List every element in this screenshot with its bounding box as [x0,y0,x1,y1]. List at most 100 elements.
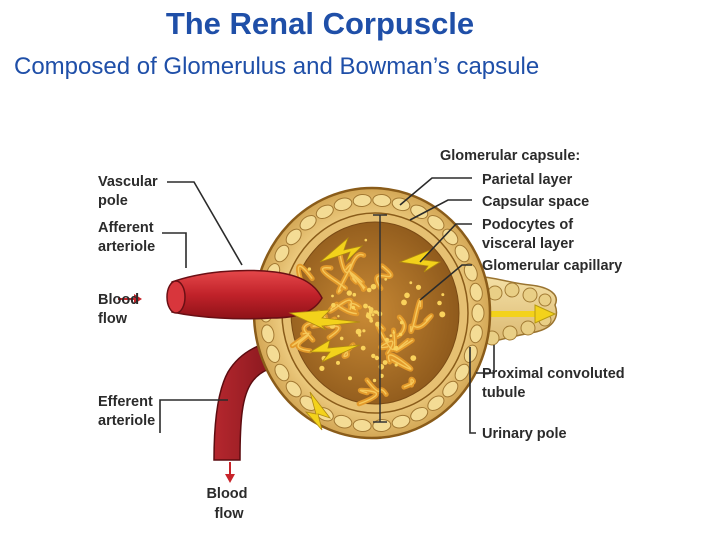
label-capsular-space: Capsular space [482,194,589,210]
capsule-cell [391,414,411,429]
podocyte-process [337,315,340,318]
capillary-highlight [339,253,365,274]
podocyte-process [394,345,399,350]
podocyte-process [371,313,375,317]
capsule-cell [442,380,459,398]
podocyte-process [409,281,413,285]
capsule-cell [352,193,372,208]
podocyte-process [371,353,376,359]
capsule-cell [352,418,372,433]
podocyte-process [331,294,334,298]
label-parietal-layer: Parietal layer [482,172,573,188]
podocyte-process [346,290,352,296]
podocyte-process [401,299,407,306]
capsule-cell [463,263,478,282]
capsule-cell [454,363,470,382]
podocyte-process [382,360,388,365]
capillary-highlight [380,340,394,354]
glomerulus-scale-bar [373,214,387,423]
capillary-highlight [395,339,413,352]
capsule-cell [261,324,275,344]
capillary-highlight [349,271,363,283]
podocyte-process [439,311,446,318]
capillary-highlight [297,332,311,352]
afferent-arteriole [171,269,323,320]
capsule-cell [333,197,353,212]
podocyte-process [319,365,325,371]
label-blood-flow-in: Blood flow [98,292,143,327]
blood-flow-arrows [288,236,442,431]
label-urinary-pole: Urinary pole [482,426,567,442]
capsule-cell [427,395,445,411]
efferent-arteriole [213,339,302,461]
label-proximal-tubule: Proximal convoluted tubule [482,366,629,401]
label-efferent-arteriole: Efferent arteriole [98,394,157,429]
capillary-highlight [413,315,432,328]
capsule-cell [372,193,392,208]
podocyte-process [307,267,312,271]
podocyte-process [348,376,352,381]
glomerular-capsule [252,186,492,440]
podocyte-process [366,287,372,293]
capsule-cell [315,204,334,220]
capillary-highlight [303,321,314,341]
capsule-cell [469,282,483,302]
podocyte-process [355,328,362,335]
podocyte-process [385,337,389,342]
capillary-highlight [337,263,352,293]
capsule-cell [454,244,470,263]
capsule-cell [274,244,290,263]
podocyte-process [370,283,377,290]
podocyte-process [399,320,404,325]
podocyte-process [392,331,396,334]
podocyte-process [389,334,393,338]
podocyte-process [375,321,381,327]
capsule-cell [427,215,445,231]
capillary-highlight [410,299,422,333]
capillary-highlight [336,303,357,315]
podocyte-process [369,318,374,323]
capsule-cell [266,344,281,363]
podocyte-process [394,363,398,367]
podocyte-process [437,300,442,306]
capillary-highlight [358,389,378,405]
capsule-cell [285,228,302,246]
podocyte-process [362,329,366,333]
podocyte-process [399,332,403,336]
page-subtitle: Composed of Glomerulus and Bowman’s caps… [14,53,540,80]
podocyte-process [331,302,336,308]
podocyte-process [351,305,356,310]
capillary-highlight [321,266,347,289]
capillary-highlight [403,378,415,388]
capsule-cell [333,414,353,429]
podocyte-process [410,355,417,361]
label-podocytes: Podocytes of visceral layer [482,217,577,252]
capsule-cell [285,380,302,398]
podocyte-process [415,284,422,290]
label-vascular-pole: Vascular pole [98,174,162,209]
capillary-highlight [349,270,366,291]
podocyte-process [404,292,410,299]
podocyte-process [364,238,368,242]
podocyte-process [366,312,369,315]
capsule-cell [299,215,317,231]
capsule-cell [471,303,485,323]
leader-lines [159,177,495,434]
label-blood-flow-out: Blood flow [206,486,251,522]
podocyte-process [339,336,344,341]
label-glomerular-capsule: Glomerular capsule: [440,148,580,164]
capillary-highlight [387,354,412,370]
podocyte-process [368,307,374,312]
label-afferent-arteriole: Afferent arteriole [98,220,158,255]
podocyte-process [374,355,380,361]
page-title: The Renal Corpuscle [165,6,475,41]
podocyte-process [352,292,357,297]
capsule-cell [274,363,290,382]
podocyte-process [363,303,368,309]
capsule-cell [469,324,483,344]
podocyte-process [441,293,445,297]
capsule-cell [410,406,429,422]
podocyte-process [372,378,377,383]
podocyte-process [384,277,388,281]
